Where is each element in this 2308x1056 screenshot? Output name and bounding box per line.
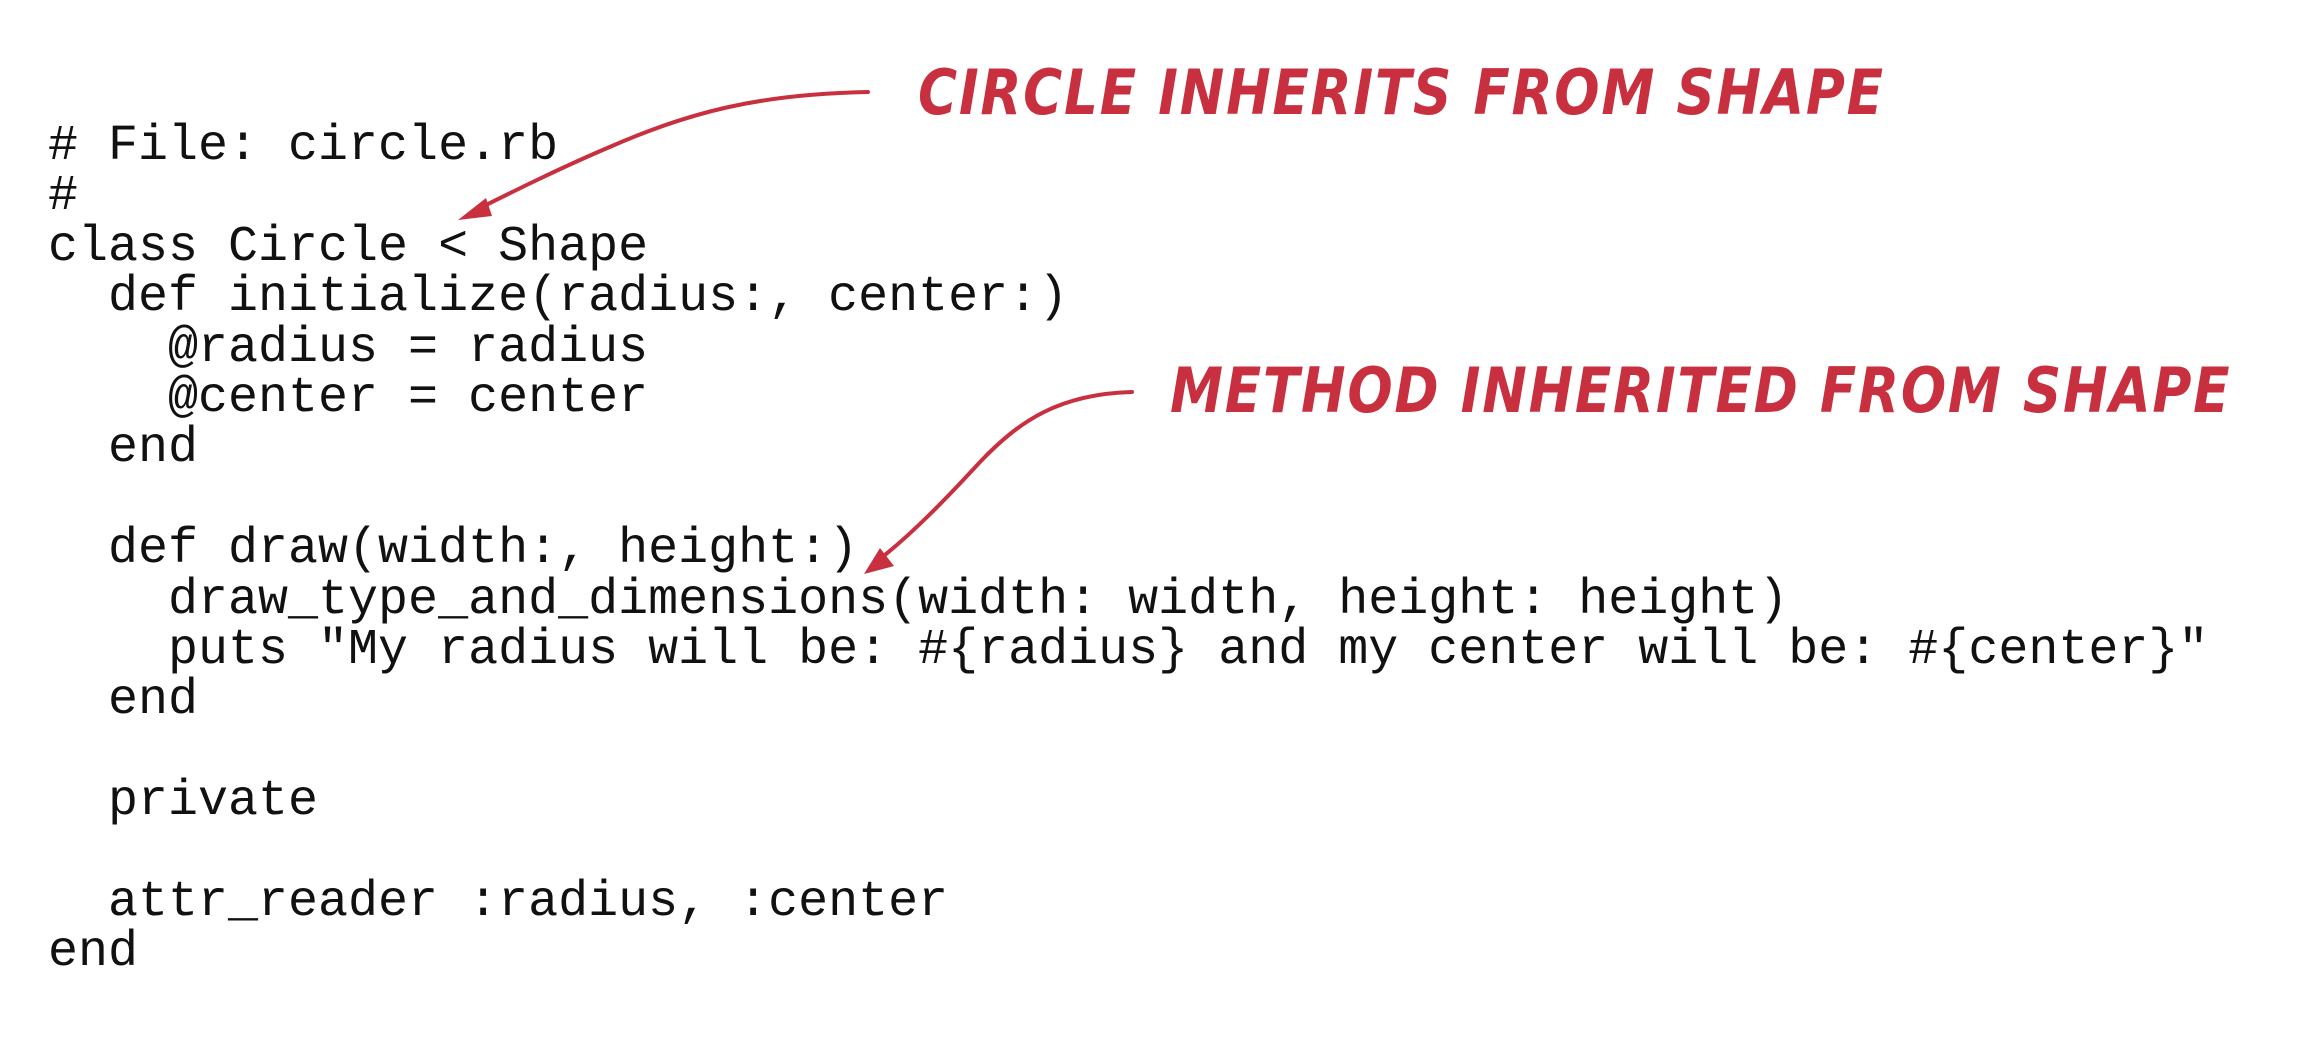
code-line: def initialize(radius:, center:) (48, 269, 1069, 327)
code-line: end (48, 924, 139, 982)
code-line: attr_reader :radius, :center (48, 873, 949, 931)
code-line: # File: circle.rb (48, 118, 559, 175)
inherits-annotation: CIRCLE INHERITS FROM SHAPE (918, 56, 1885, 129)
code-line: def draw(width:, height:) (48, 521, 859, 579)
code-line: draw_type_and_dimensions(width: width, h… (48, 571, 1789, 629)
code-line (48, 475, 2208, 525)
code-line: class Circle < Shape (48, 218, 649, 276)
code-line: end (48, 420, 199, 478)
code-line (48, 827, 2208, 877)
code-line (48, 727, 2208, 777)
code-line: # (48, 168, 79, 226)
code-line: @radius = radius (48, 319, 649, 377)
code-line: private (48, 773, 319, 831)
code-line: @center = center (48, 369, 649, 427)
method-annotation: METHOD INHERITED FROM SHAPE (1170, 354, 2232, 427)
code-line: end (48, 672, 199, 730)
code-listing: # File: circle.rb#class Circle < Shape d… (48, 118, 2209, 982)
code-line: puts "My radius will be: #{radius} and m… (48, 621, 2209, 679)
